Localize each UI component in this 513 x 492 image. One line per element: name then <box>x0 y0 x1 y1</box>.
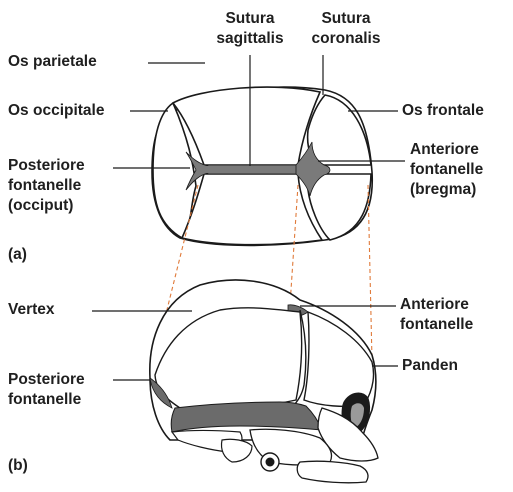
label-posteriore-a-line2: fontanelle <box>8 176 85 196</box>
label-posteriore-fontanelle-a: Posteriore fontanelle (occiput) <box>8 156 85 216</box>
ear-canal-inner <box>266 458 275 467</box>
label-anteriore-b-line2: fontanelle <box>400 315 473 335</box>
sagittal-suture <box>204 166 298 173</box>
label-sutura-sagittalis: Sutura sagittalis <box>214 9 286 49</box>
label-posteriore-fontanelle-b: Posteriore fontanelle <box>8 370 85 410</box>
label-anteriore-a-line3: (bregma) <box>410 180 483 200</box>
label-posteriore-b-line1: Posteriore <box>8 370 85 390</box>
label-sutura-coronalis-line2: coronalis <box>308 29 384 49</box>
label-os-occipitale: Os occipitale <box>8 101 104 121</box>
label-posteriore-b-line2: fontanelle <box>8 390 85 410</box>
panel-b-tag: (b) <box>8 456 28 476</box>
label-vertex: Vertex <box>8 300 55 320</box>
label-os-parietale: Os parietale <box>8 52 97 72</box>
label-posteriore-a-line3: (occiput) <box>8 196 85 216</box>
panel-a-tag: (a) <box>8 245 27 265</box>
label-sutura-coronalis-line1: Sutura <box>308 9 384 29</box>
label-panden: Panden <box>402 356 458 376</box>
mandible <box>297 461 368 483</box>
label-posteriore-a-line1: Posteriore <box>8 156 85 176</box>
label-anteriore-fontanelle-b: Anteriore fontanelle <box>400 295 473 335</box>
projection-right <box>368 185 372 360</box>
label-sutura-coronalis: Sutura coronalis <box>308 9 384 49</box>
os-frontale-bone-upper <box>308 95 371 165</box>
label-anteriore-fontanelle-a: Anteriore fontanelle (bregma) <box>410 140 483 200</box>
label-sutura-sagittalis-line1: Sutura <box>214 9 286 29</box>
mastoid-process <box>221 439 252 462</box>
label-anteriore-b-line1: Anteriore <box>400 295 473 315</box>
label-sutura-sagittalis-line2: sagittalis <box>214 29 286 49</box>
label-os-frontale: Os frontale <box>402 101 484 121</box>
label-anteriore-a-line2: fontanelle <box>410 160 483 180</box>
top-view-skull <box>152 87 372 245</box>
label-anteriore-a-line1: Anteriore <box>410 140 483 160</box>
